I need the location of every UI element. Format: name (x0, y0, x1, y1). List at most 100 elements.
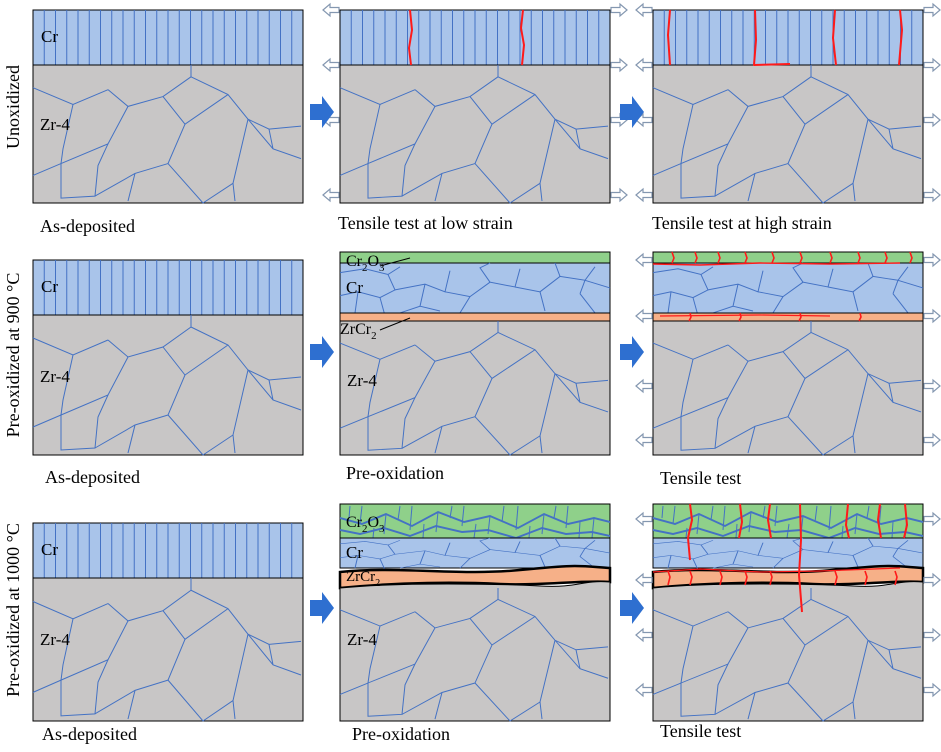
tensile-arrow-left-icon (635, 253, 653, 267)
cr-label: Cr (41, 27, 58, 46)
process-arrow-icon (620, 96, 644, 128)
zrcr2-interface-crack (652, 567, 901, 573)
cr-label: Cr (41, 277, 58, 296)
cr-label: Cr (41, 540, 58, 559)
tensile-arrow-right-icon (923, 433, 941, 447)
zrcr2-label-part: 2 (371, 330, 376, 342)
cr2o3-layer (652, 251, 924, 264)
panel-caption: Pre-oxidation (352, 724, 450, 744)
process-arrow-icon (310, 336, 334, 368)
zrcr2-layer (652, 312, 924, 322)
crack-2 (753, 9, 791, 66)
oxide-crack (771, 251, 775, 264)
zrcr2-label: ZrCr2 (340, 321, 377, 342)
tensile-arrow-left-icon (635, 433, 653, 447)
oxide-crack (671, 251, 675, 264)
cr2o3-label-part: 3 (379, 262, 385, 274)
zr4-label: Zr-4 (347, 371, 377, 390)
crack-1 (687, 503, 693, 561)
zrcr2-crack (689, 570, 693, 586)
cr-coating (652, 537, 924, 569)
zr4-substrate (339, 64, 611, 204)
tensile-arrow-right-icon (923, 379, 941, 393)
zr4-substrate (339, 581, 611, 722)
zrcr2-crack (688, 312, 692, 322)
tensile-arrow-left-icon (322, 3, 340, 17)
cr-coating (652, 262, 924, 314)
row-label: Unoxidized (3, 65, 23, 149)
crack-6 (903, 503, 908, 539)
zrcr2-crack (667, 570, 671, 586)
tensile-arrow-right-icon (923, 113, 941, 127)
crack-3 (832, 9, 837, 66)
panel-caption: As-deposited (42, 724, 137, 744)
tensile-arrow-right-icon (610, 188, 628, 202)
zrcr2-crack (798, 312, 802, 322)
tensile-arrow-left-icon (635, 3, 653, 17)
pointer-zrcr2 (379, 317, 411, 331)
zrcr2-crack (834, 570, 838, 586)
cr2o3-label-part: Cr (346, 253, 363, 270)
columnar-grains (663, 10, 913, 65)
zrcr2-label-part: ZrCr (346, 569, 375, 585)
tensile-arrow-left-icon (635, 683, 653, 697)
columnar-grains (43, 10, 293, 65)
tensile-arrow-right-icon (923, 309, 941, 323)
oxide-crack (799, 251, 803, 264)
tensile-arrow-left-icon (322, 58, 340, 72)
zrcr2-label-part: 2 (375, 578, 380, 589)
tensile-arrow-left-icon (322, 188, 340, 202)
pointer-cr2o3 (379, 257, 411, 267)
zrcr2-layer (339, 312, 611, 322)
crack-5 (877, 503, 882, 539)
oxide-crack (884, 251, 888, 264)
process-arrow-icon (310, 592, 334, 624)
tensile-arrow-right-icon (923, 3, 941, 17)
process-arrow-icon (620, 592, 644, 624)
zrcr2-crack (864, 570, 868, 586)
cr2o3-label-part: 2 (362, 262, 367, 274)
crack-4 (898, 9, 903, 66)
oxide-crack (829, 251, 833, 264)
cr2o3-label-part: O (367, 514, 379, 531)
columnar-grains (43, 260, 293, 315)
panel-caption: As-deposited (45, 467, 140, 487)
zrcr2-interface-crack (659, 314, 831, 317)
tensile-arrow-right-icon (923, 188, 941, 202)
zrcr2-crack (769, 570, 773, 586)
zrcr2-crack (744, 570, 748, 586)
zrcr2-crack (719, 570, 723, 586)
tensile-arrow-right-icon (923, 512, 941, 526)
cr2o3-label: Cr2O3 (346, 514, 385, 535)
tensile-arrow-left-icon (635, 628, 653, 642)
oxide-crack (909, 251, 913, 264)
panel-caption: Tensile test at high strain (652, 213, 832, 233)
process-arrow-icon (620, 336, 644, 368)
zr4-substrate (32, 314, 304, 456)
zrcr2-crack (858, 312, 862, 322)
cr2o3-label-part: 2 (362, 523, 367, 535)
panel-caption: Tensile test (660, 468, 741, 488)
panel-caption: Pre-oxidation (346, 463, 444, 483)
zr4-label: Zr-4 (40, 630, 70, 649)
panel-caption: As-deposited (40, 216, 135, 236)
tensile-arrow-left-icon (635, 309, 653, 323)
tensile-arrow-left-icon (635, 573, 653, 587)
columnar-grains (350, 10, 600, 65)
zrcr2-crack (894, 570, 898, 586)
cr2o3-label-part: 3 (379, 523, 385, 535)
crack-2 (738, 503, 743, 539)
zr4-label: Zr-4 (40, 367, 70, 386)
zr4-label: Zr-4 (347, 630, 377, 649)
zrcr2-label: ZrCr2 (346, 569, 380, 589)
tensile-arrow-left-icon (635, 188, 653, 202)
cr-label: Cr (346, 278, 363, 297)
tensile-arrow-right-icon (923, 628, 941, 642)
cr2o3-label: Cr2O3 (346, 253, 385, 274)
oxide-crack (857, 251, 861, 264)
